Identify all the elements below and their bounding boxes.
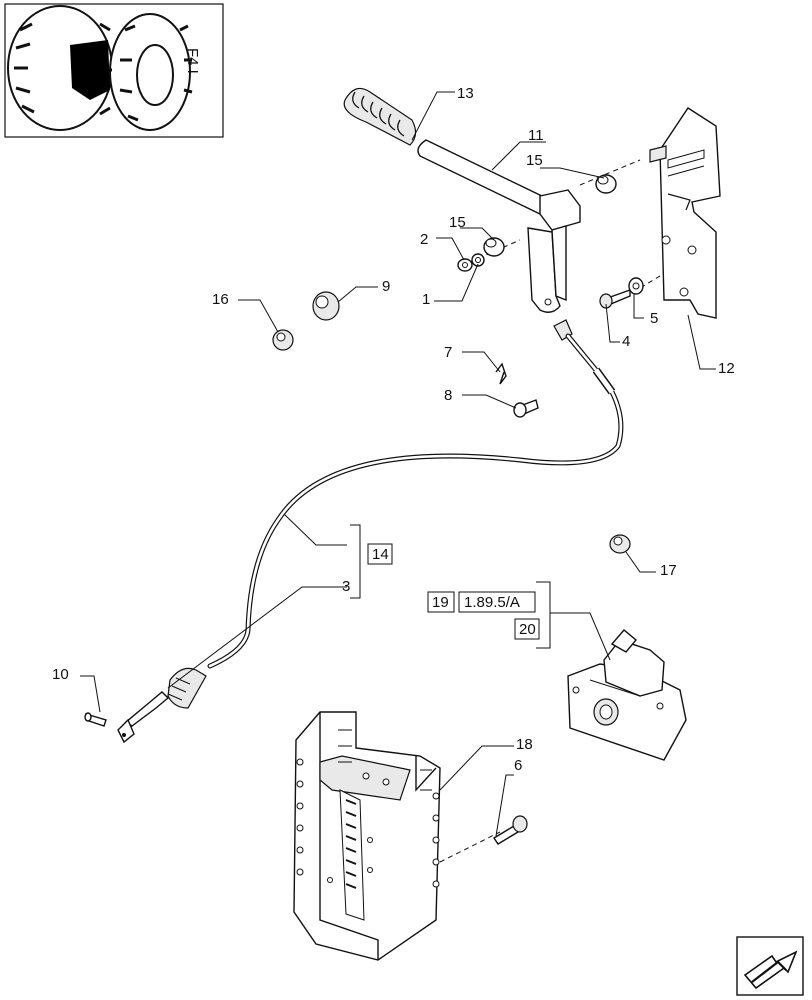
nut-16[interactable] bbox=[272, 329, 294, 351]
bushing-9[interactable] bbox=[312, 291, 340, 321]
bolt-6[interactable] bbox=[493, 815, 528, 845]
clevis-pin-8[interactable] bbox=[513, 399, 539, 418]
callout-15-upper: 15 bbox=[526, 152, 543, 169]
callout-5: 5 bbox=[650, 310, 658, 327]
nut-2[interactable] bbox=[457, 258, 473, 272]
reference-code: 1.89.5/A bbox=[464, 594, 520, 611]
pin-10[interactable] bbox=[84, 712, 107, 727]
callout-9: 9 bbox=[382, 278, 390, 295]
callout-19: 19 bbox=[432, 594, 449, 611]
callout-16: 16 bbox=[212, 291, 229, 308]
washer-1[interactable] bbox=[471, 253, 485, 267]
callout-labels: 13 11 15 15 2 1 9 16 7 8 4 5 12 17 10 18… bbox=[52, 85, 735, 774]
hitch-valve-part[interactable] bbox=[567, 629, 687, 761]
callout-20: 20 bbox=[519, 621, 536, 638]
spacer-15-lower[interactable] bbox=[483, 237, 505, 257]
bolt-4[interactable] bbox=[599, 289, 631, 309]
callout-12: 12 bbox=[718, 360, 735, 377]
washer-5[interactable] bbox=[628, 277, 644, 295]
grip-boot-part[interactable] bbox=[343, 87, 417, 146]
callout-11: 11 bbox=[528, 127, 544, 144]
spacer-15-upper[interactable] bbox=[595, 174, 617, 194]
bracket-plate-part[interactable] bbox=[649, 107, 721, 319]
callout-8: 8 bbox=[444, 387, 452, 404]
callout-18: 18 bbox=[516, 736, 533, 753]
callout-6: 6 bbox=[514, 757, 522, 774]
callout-15-lower: 15 bbox=[449, 214, 466, 231]
leader-lines bbox=[80, 91, 716, 837]
callout-13: 13 bbox=[457, 85, 474, 102]
callout-3: 3 bbox=[342, 578, 350, 595]
callout-4: 4 bbox=[622, 333, 630, 350]
callout-14: 14 bbox=[372, 546, 389, 563]
callout-10: 10 bbox=[52, 666, 69, 683]
tractor-thumbnail[interactable]: F4 I bbox=[4, 3, 224, 138]
spring-clip-7[interactable] bbox=[495, 362, 507, 385]
callout-2: 2 bbox=[420, 231, 428, 248]
control-lever-part[interactable] bbox=[417, 139, 581, 313]
callout-1: 1 bbox=[422, 291, 430, 308]
control-cable-part[interactable] bbox=[117, 319, 624, 744]
hitch-frame-part[interactable] bbox=[293, 711, 441, 961]
callout-7: 7 bbox=[444, 344, 452, 361]
svg-text:F4 I: F4 I bbox=[184, 48, 201, 74]
next-page-arrow-icon[interactable] bbox=[736, 936, 804, 996]
callout-17: 17 bbox=[660, 562, 677, 579]
nut-17[interactable] bbox=[609, 534, 631, 554]
